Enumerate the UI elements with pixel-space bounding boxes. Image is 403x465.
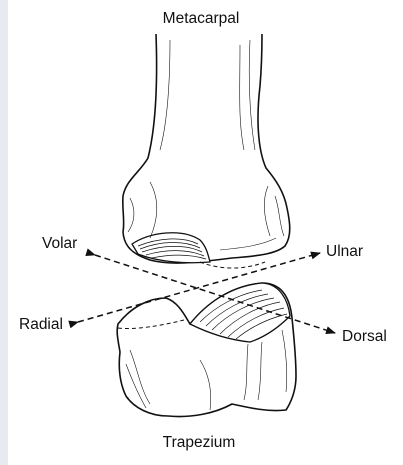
label-ulnar: Ulnar [326,243,363,260]
label-metacarpal: Metacarpal [163,10,240,27]
label-trapezium: Trapezium [163,434,236,451]
label-volar: Volar [42,235,77,252]
label-dorsal: Dorsal [342,328,387,345]
metacarpal-bone [123,34,290,268]
label-radial: Radial [19,316,63,333]
trapezium-bone [117,283,296,417]
